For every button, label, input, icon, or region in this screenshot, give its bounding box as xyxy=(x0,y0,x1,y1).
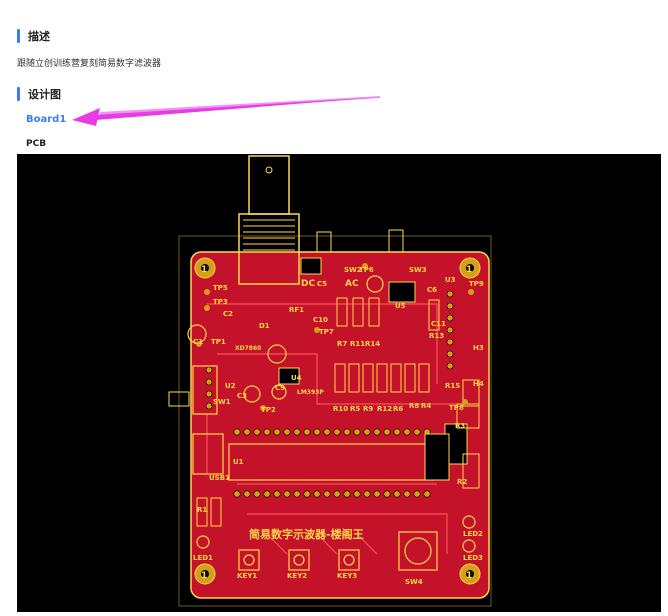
svg-text:H4: H4 xyxy=(473,380,484,388)
svg-text:C3: C3 xyxy=(237,392,247,400)
svg-text:XD7860: XD7860 xyxy=(235,345,261,352)
svg-text:C10: C10 xyxy=(313,316,328,324)
svg-text:TP6: TP6 xyxy=(359,266,374,274)
svg-text:USB1: USB1 xyxy=(209,474,230,482)
section-design-title: 设计图 xyxy=(17,86,61,102)
svg-text:TP3: TP3 xyxy=(213,298,228,306)
svg-text:R7: R7 xyxy=(337,340,347,348)
svg-text:LED3: LED3 xyxy=(463,554,483,562)
svg-text:R15: R15 xyxy=(445,382,460,390)
section-accent-bar xyxy=(17,87,20,101)
svg-text:LM393P: LM393P xyxy=(297,389,324,396)
board1-link[interactable]: Board1 xyxy=(26,114,67,125)
svg-text:C11: C11 xyxy=(431,320,446,328)
pcb-label: PCB xyxy=(26,139,47,149)
project-description: 跟随立创训练营复刻简易数字滤波器 xyxy=(17,59,162,69)
svg-text:KEY1: KEY1 xyxy=(237,572,257,580)
svg-text:C6: C6 xyxy=(427,286,437,294)
svg-text:R11: R11 xyxy=(350,340,365,348)
svg-text:U5: U5 xyxy=(395,302,406,310)
section-description-label: 描述 xyxy=(28,30,50,43)
svg-text:C1: C1 xyxy=(193,338,203,346)
svg-text:TP9: TP9 xyxy=(469,280,484,288)
svg-text:R1: R1 xyxy=(197,506,207,514)
pcb-board-title: 简易数字示波器-楼阁王 xyxy=(249,527,364,541)
svg-text:LED2: LED2 xyxy=(463,530,483,538)
section-design-label: 设计图 xyxy=(28,88,61,101)
svg-text:C2: C2 xyxy=(223,310,233,318)
svg-text:1: 1 xyxy=(201,265,207,275)
svg-text:R9: R9 xyxy=(363,405,373,413)
svg-text:R2: R2 xyxy=(457,478,467,486)
svg-text:TP1: TP1 xyxy=(211,338,226,346)
svg-text:C9: C9 xyxy=(275,384,285,392)
svg-text:LED1: LED1 xyxy=(193,554,213,562)
svg-text:DC: DC xyxy=(301,279,315,289)
svg-text:SW1: SW1 xyxy=(213,398,231,406)
svg-text:D1: D1 xyxy=(259,322,270,330)
svg-text:1: 1 xyxy=(201,571,207,581)
svg-text:RF1: RF1 xyxy=(289,306,304,314)
svg-text:SW2: SW2 xyxy=(344,266,362,274)
svg-text:R3: R3 xyxy=(455,422,465,430)
svg-text:SW4: SW4 xyxy=(405,578,423,586)
svg-text:TP5: TP5 xyxy=(213,284,228,292)
svg-text:TP8: TP8 xyxy=(449,404,464,412)
annotation-arrow-icon xyxy=(72,96,382,126)
svg-text:R4: R4 xyxy=(421,402,431,410)
svg-text:U1: U1 xyxy=(233,458,244,466)
svg-text:KEY3: KEY3 xyxy=(337,572,357,580)
svg-text:1: 1 xyxy=(466,571,472,581)
section-accent-bar xyxy=(17,29,20,43)
svg-text:R14: R14 xyxy=(365,340,380,348)
svg-text:H3: H3 xyxy=(473,344,484,352)
svg-text:KEY2: KEY2 xyxy=(287,572,307,580)
svg-text:C5: C5 xyxy=(317,280,327,288)
svg-text:R10: R10 xyxy=(333,405,348,413)
svg-text:U2: U2 xyxy=(225,382,236,390)
svg-text:SW3: SW3 xyxy=(409,266,427,274)
svg-text:R5: R5 xyxy=(350,405,360,413)
svg-text:R12: R12 xyxy=(377,405,392,413)
svg-text:TP2: TP2 xyxy=(261,406,276,414)
svg-text:AC: AC xyxy=(345,279,359,289)
svg-text:TP7: TP7 xyxy=(319,328,334,336)
svg-text:R13: R13 xyxy=(429,332,444,340)
svg-text:R8: R8 xyxy=(409,402,419,410)
svg-text:R6: R6 xyxy=(393,405,403,413)
section-description-title: 描述 xyxy=(17,28,50,44)
svg-text:U4: U4 xyxy=(291,374,302,382)
svg-text:U3: U3 xyxy=(445,276,456,284)
svg-text:1: 1 xyxy=(466,265,472,275)
